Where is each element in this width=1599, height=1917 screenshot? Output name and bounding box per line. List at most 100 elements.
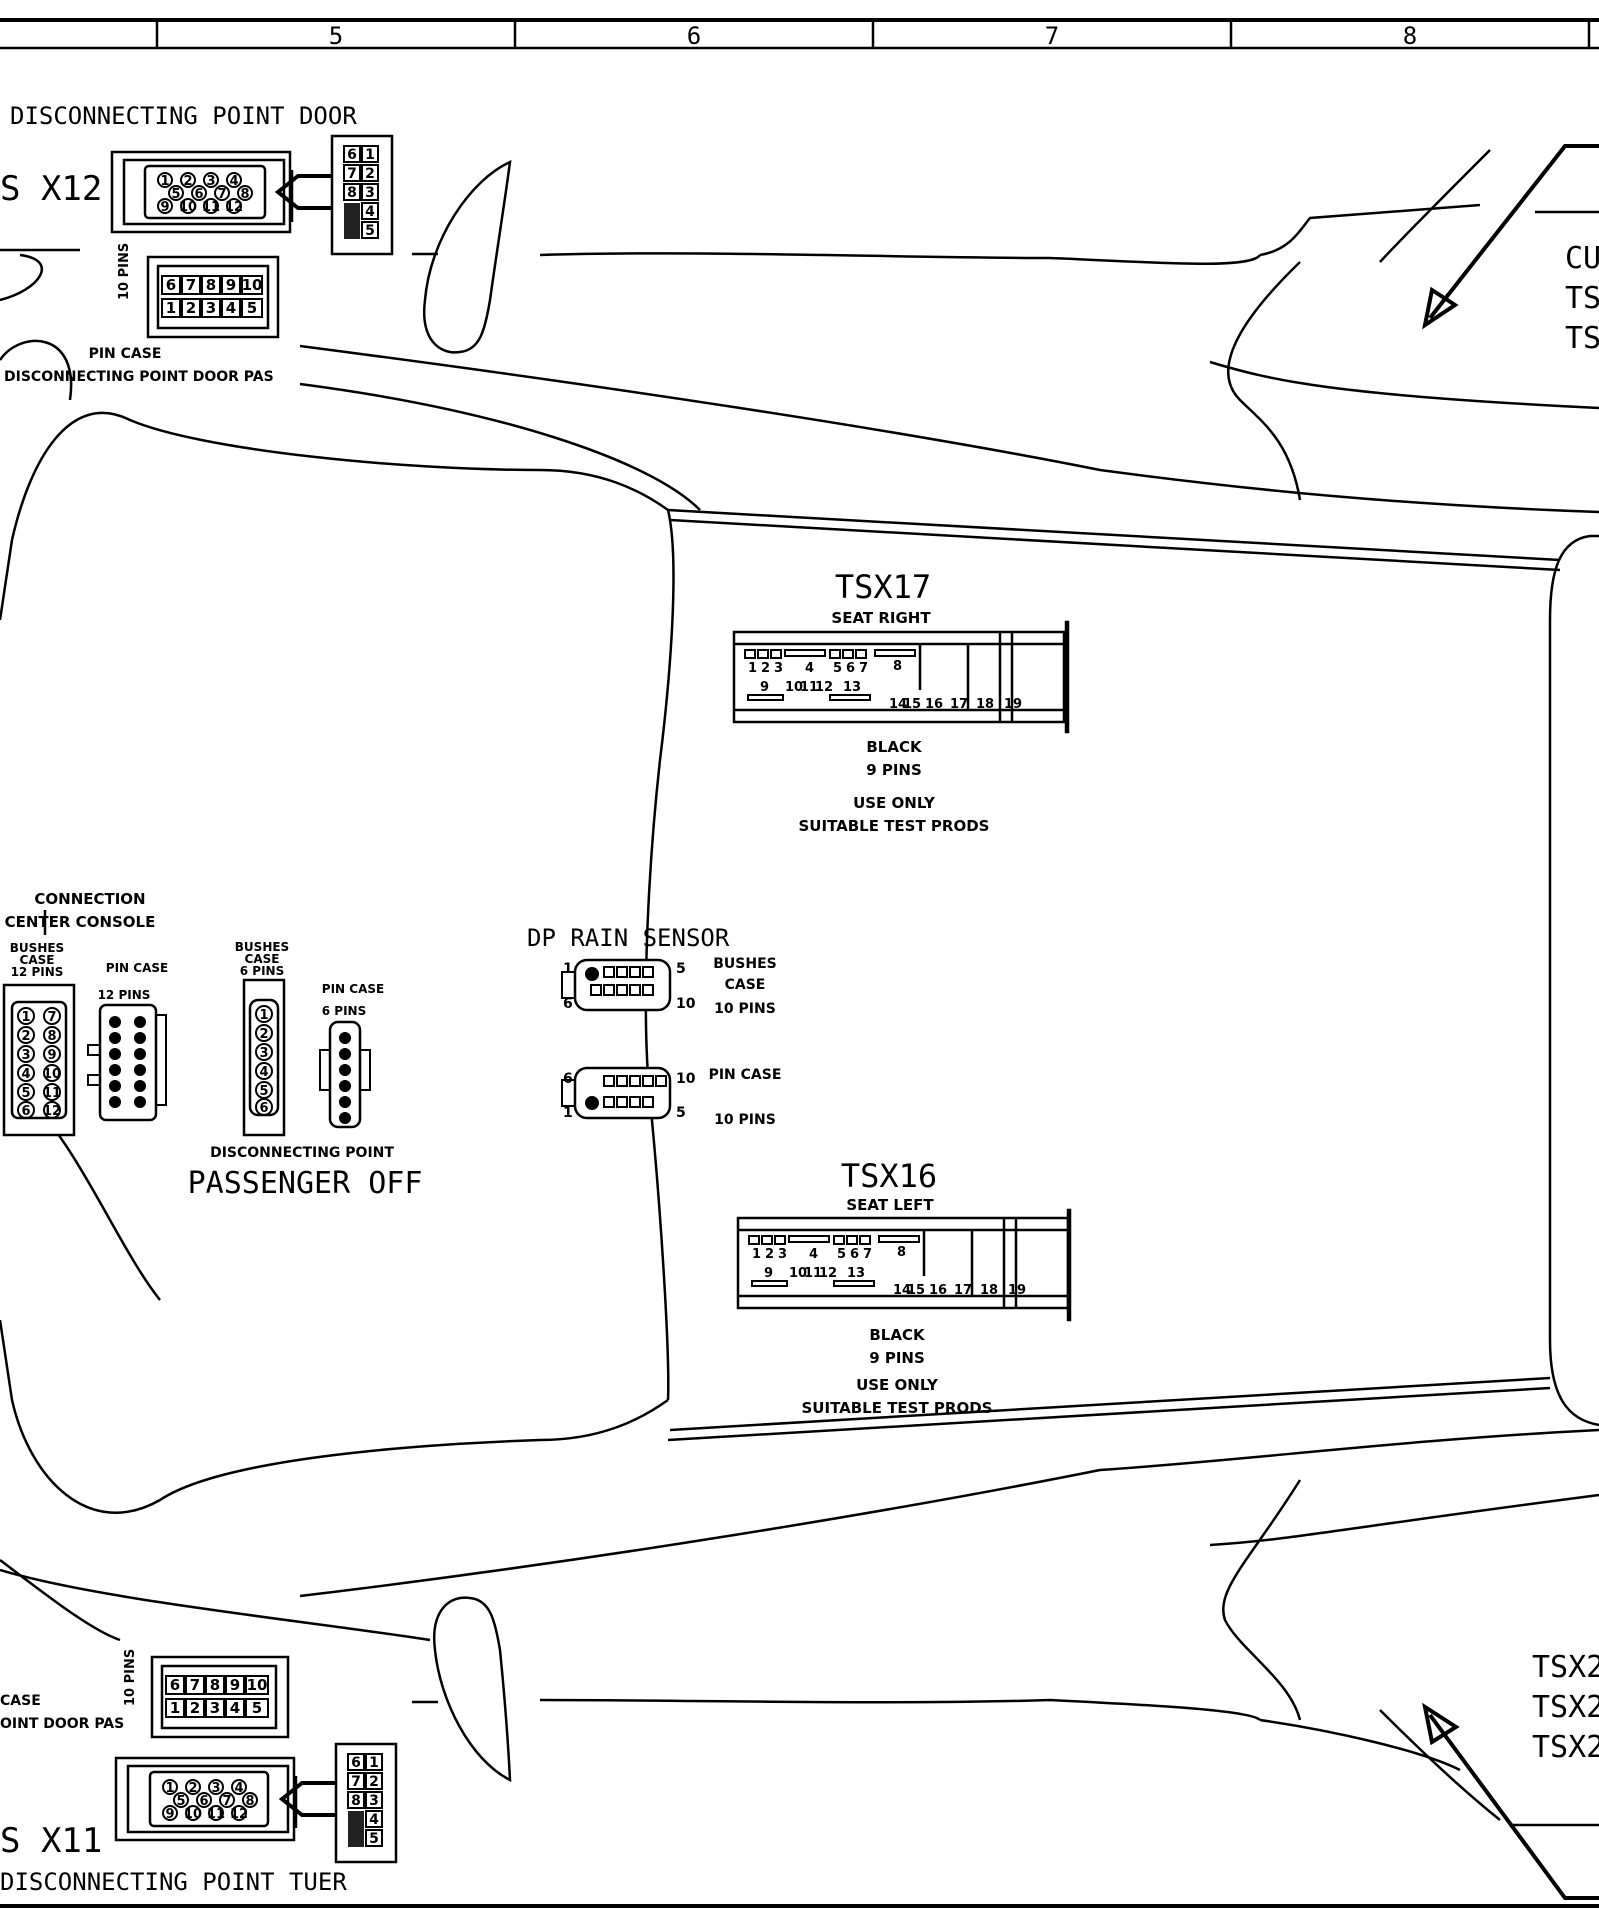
svg-text:5: 5	[259, 1084, 268, 1099]
svg-text:5: 5	[676, 1105, 686, 1121]
svg-text:6: 6	[347, 147, 357, 163]
svg-text:18: 18	[976, 697, 994, 712]
svg-text:7: 7	[217, 187, 226, 202]
svg-text:3: 3	[206, 174, 215, 189]
svg-text:7: 7	[859, 661, 868, 676]
svg-text:2: 2	[259, 1027, 268, 1042]
tsx16-note-2: SUITABLE TEST PRODS	[802, 1399, 993, 1417]
svg-text:10: 10	[184, 1807, 202, 1822]
svg-text:1: 1	[563, 961, 573, 977]
svg-text:12: 12	[225, 200, 243, 215]
dp-tuer-label: DISCONNECTING POINT TUER	[0, 1868, 347, 1896]
tsx16-connector: TSX16 SEAT LEFT 1 2 3 4 5 6 7 8 9 10 11 …	[736, 1157, 1072, 1417]
cc-label-2: CENTER CONSOLE	[5, 913, 156, 931]
svg-text:10: 10	[247, 1676, 268, 1694]
car-outline	[0, 149, 1599, 1821]
svg-text:4: 4	[365, 204, 375, 220]
svg-text:2: 2	[21, 1029, 30, 1044]
svg-text:12: 12	[819, 1266, 837, 1281]
grid-frame: 5 6 7 8	[0, 18, 1599, 1908]
rain-bushes-3: 10 PINS	[714, 1001, 776, 1017]
svg-text:3: 3	[369, 1793, 379, 1809]
svg-text:13: 13	[847, 1266, 865, 1281]
round-pin-grid: 1 2 3 4 5 6 7 8 9 10 11 12	[157, 172, 253, 215]
svg-text:19: 19	[1004, 697, 1022, 712]
bushes6-label-2: CASE	[245, 952, 280, 966]
svg-text:3: 3	[206, 299, 216, 317]
svg-text:19: 19	[1008, 1283, 1026, 1298]
svg-text:18: 18	[980, 1283, 998, 1298]
grid-col-8: 8	[1403, 22, 1417, 50]
svg-text:3: 3	[21, 1048, 30, 1063]
svg-text:8: 8	[210, 1676, 220, 1694]
tsx17-subtitle: SEAT RIGHT	[831, 609, 931, 627]
svg-text:1: 1	[166, 299, 176, 317]
svg-text:16: 16	[929, 1283, 947, 1298]
svg-text:15: 15	[907, 1283, 925, 1298]
svg-text:4: 4	[226, 299, 236, 317]
grid-pin-block: 6 1 7 2 8 3 4 5	[343, 145, 379, 239]
svg-text:9: 9	[226, 276, 236, 294]
svg-text:6: 6	[166, 276, 176, 294]
svg-text:3: 3	[778, 1247, 787, 1262]
pin-case-top-label-a: PIN CASE	[89, 346, 162, 362]
pincase12-label-2: 12 PINS	[98, 988, 151, 1002]
svg-text:1: 1	[748, 661, 757, 676]
svg-text:4: 4	[234, 1781, 243, 1796]
svg-text:10: 10	[785, 680, 803, 695]
svg-text:8: 8	[245, 1794, 254, 1809]
svg-text:14: 14	[889, 697, 907, 712]
svg-text:14: 14	[893, 1283, 911, 1298]
svg-text:10: 10	[179, 200, 197, 215]
svg-text:5: 5	[171, 187, 180, 202]
svg-text:4: 4	[805, 661, 814, 676]
svg-text:16: 16	[925, 697, 943, 712]
bushes6-label-1: BUSHES	[235, 940, 289, 954]
svg-text:2: 2	[186, 299, 196, 317]
svg-text:1: 1	[170, 1699, 180, 1717]
tsx16-color: BLACK	[869, 1326, 926, 1344]
svg-text:1: 1	[369, 1755, 379, 1771]
pincase6-label-1: PIN CASE	[322, 982, 384, 996]
svg-text:1: 1	[21, 1010, 30, 1025]
bushes12-label-2: CASE	[20, 953, 55, 967]
svg-text:2: 2	[765, 1247, 774, 1262]
svg-text:5: 5	[247, 299, 257, 317]
x11-label: S X11	[0, 1821, 102, 1861]
svg-text:8: 8	[347, 185, 357, 201]
svg-text:6: 6	[194, 187, 203, 202]
tsx16-title: TSX16	[841, 1157, 937, 1195]
svg-text:7: 7	[186, 276, 196, 294]
tsx16-pins: 1 2 3 4 5 6 7 8 9 10 11 12 13 14 15 16 1…	[752, 1245, 1026, 1298]
svg-text:9: 9	[760, 680, 769, 695]
rain-bushes-2: CASE	[725, 977, 766, 993]
grid-col-5: 5	[329, 22, 343, 50]
tsx16-pin-count: 9 PINS	[869, 1349, 925, 1367]
arrow-top-right: CU TS TS	[1422, 144, 1599, 356]
pins10-top-label: 10 PINS	[117, 243, 132, 300]
dp-door-top-label: DISCONNECTING POINT DOOR	[10, 102, 357, 130]
tsx17-title: TSX17	[835, 568, 931, 606]
cc-label-1: CONNECTION	[34, 890, 145, 908]
svg-text:1: 1	[160, 174, 169, 189]
door-connector-bottom: 10 PINS 6 7 8 9 10 1 2 3 4 5 CASE OINT D…	[0, 1649, 398, 1896]
svg-text:1: 1	[365, 147, 375, 163]
svg-text:10: 10	[242, 276, 263, 294]
svg-text:9: 9	[165, 1807, 174, 1822]
svg-text:8: 8	[893, 659, 902, 674]
svg-text:8: 8	[206, 276, 216, 294]
grid-col-7: 7	[1045, 22, 1059, 50]
svg-text:4: 4	[230, 1699, 240, 1717]
svg-text:10: 10	[676, 996, 696, 1012]
tsx17-note-1: USE ONLY	[853, 794, 936, 812]
tsx17-color: BLACK	[866, 738, 923, 756]
svg-text:2: 2	[761, 661, 770, 676]
svg-text:2: 2	[183, 174, 192, 189]
tsx17-pin-count: 9 PINS	[866, 761, 922, 779]
svg-text:4: 4	[369, 1812, 379, 1828]
svg-text:8: 8	[897, 1245, 906, 1260]
svg-text:3: 3	[211, 1781, 220, 1796]
svg-text:4: 4	[809, 1247, 818, 1262]
dp-passenger-label-1: DISCONNECTING POINT	[210, 1145, 394, 1161]
svg-text:1: 1	[165, 1781, 174, 1796]
